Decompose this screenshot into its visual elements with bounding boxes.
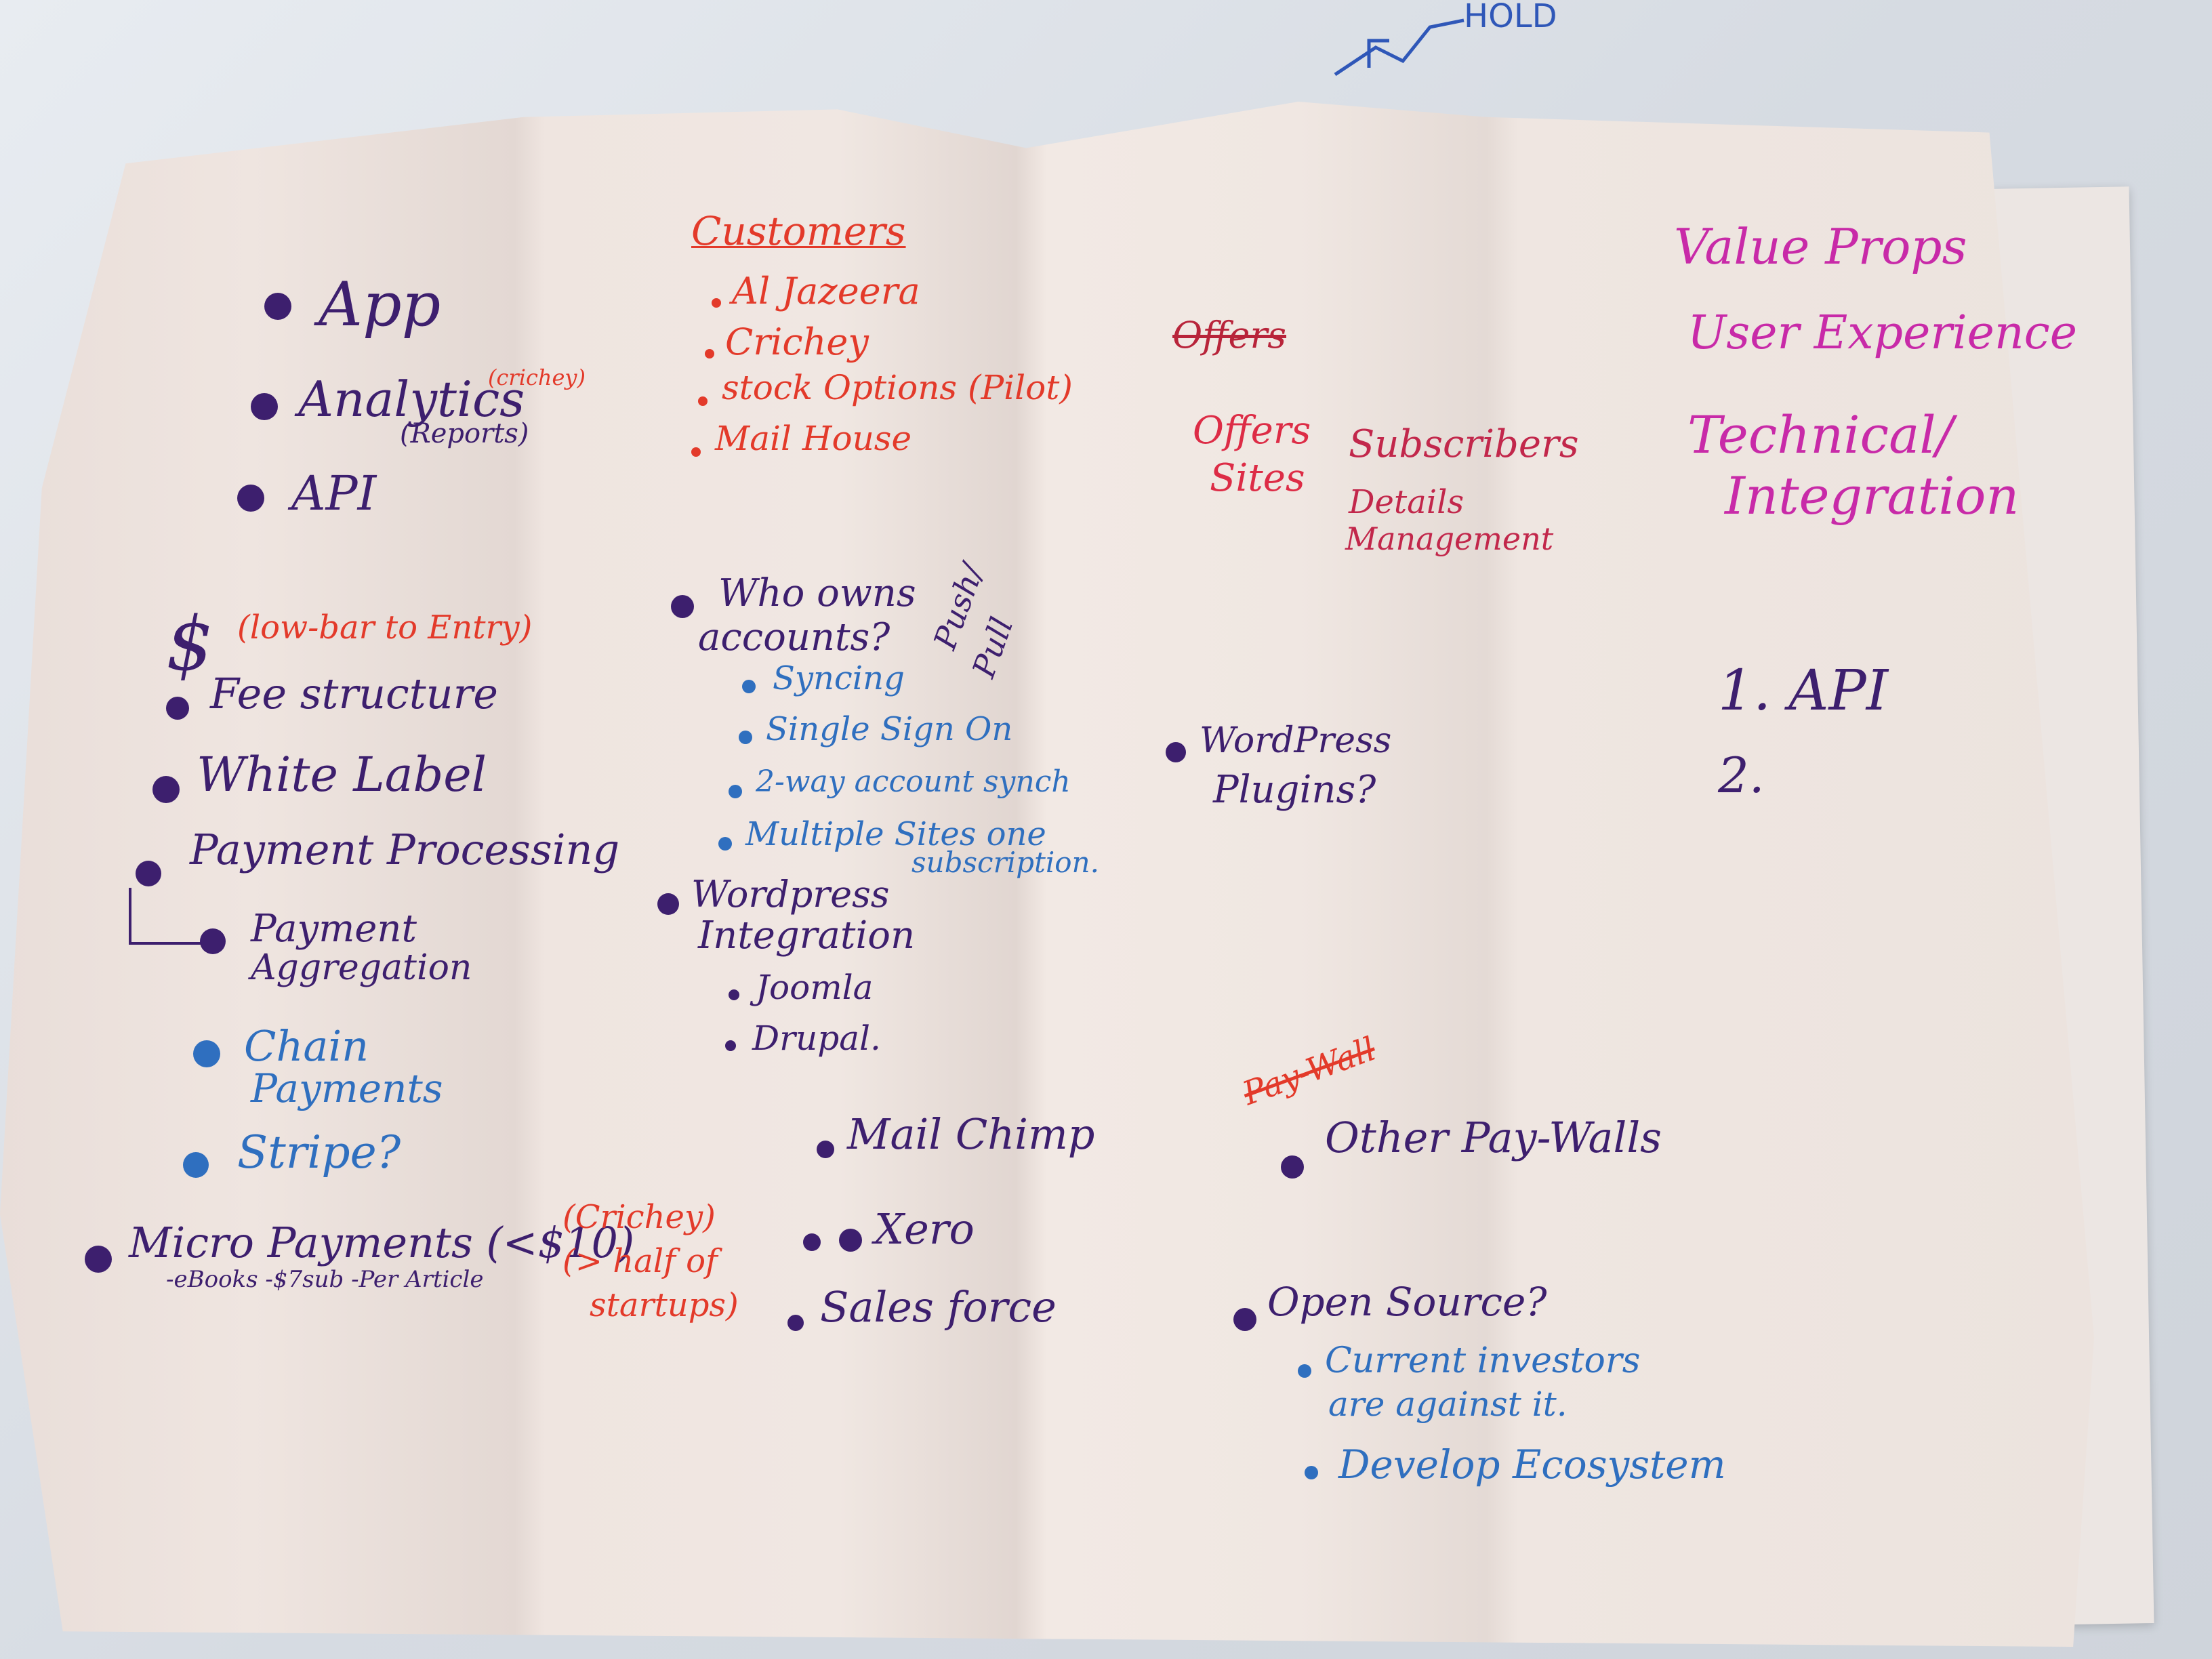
- note-payment-processing: Payment Processing: [190, 825, 620, 874]
- note-api: API: [291, 466, 377, 521]
- note-wp-plugins-2: Plugins?: [1213, 768, 1376, 812]
- note-payment-aggregation-2: Aggregation: [251, 947, 472, 988]
- note-salesforce: Sales force: [820, 1282, 1057, 1332]
- bullet-dot: [264, 293, 291, 320]
- note-chain-1: Chain: [244, 1021, 369, 1071]
- note-wp-plugins-1: WordPress: [1200, 720, 1392, 761]
- note-ecosystem: Develop Ecosystem: [1338, 1441, 1726, 1488]
- note-investors-2: are against it.: [1328, 1385, 1568, 1424]
- bullet-dot: [657, 893, 679, 915]
- note-app: App: [319, 269, 441, 340]
- note-stripe: Stripe?: [237, 1126, 401, 1179]
- connector-bracket: [129, 888, 206, 945]
- note-details-2: Management: [1345, 520, 1554, 557]
- customer-item-3: stock Options (Pilot): [722, 368, 1073, 407]
- bullet-dot: [1281, 1155, 1304, 1179]
- scribble-text: HOLD: [1464, 0, 1557, 35]
- bullet-dot: [237, 485, 264, 512]
- sync-item-1: Syncing: [773, 659, 905, 697]
- note-wordpress-2: Integration: [698, 914, 916, 958]
- customer-item-2: Crichey: [725, 321, 869, 363]
- note-offers-sites-2: Sites: [1210, 456, 1305, 500]
- bullet-dot: [166, 697, 189, 720]
- note-open-source: Open Source?: [1267, 1279, 1547, 1325]
- note-other-paywalls: Other Pay-Walls: [1325, 1113, 1662, 1162]
- bullet-dot: [729, 989, 739, 1000]
- note-analytics-sub: (Reports): [400, 418, 529, 449]
- note-crichey-3: startups): [590, 1286, 739, 1324]
- bullet-dot: [787, 1315, 804, 1331]
- note-dollar: $: [166, 600, 213, 687]
- note-analytics-tag: (crichey): [488, 365, 586, 390]
- bullet-dot: [1166, 742, 1186, 762]
- note-analytics: Analytics: [298, 371, 525, 428]
- note-fee-structure: Fee structure: [210, 669, 498, 718]
- note-who-owns-1: Who owns: [718, 571, 916, 615]
- note-wordpress-1: Wordpress: [691, 873, 890, 916]
- sync-item-3: 2-way account synch: [756, 764, 1071, 799]
- sync-item-4: Multiple Sites one: [745, 815, 1046, 853]
- bullet-dot: [1305, 1466, 1318, 1479]
- bullet-dot: [839, 1229, 862, 1252]
- bullet-dot: [712, 298, 721, 308]
- flipchart-paper: [0, 102, 2094, 1647]
- note-item-1: 1. API: [1718, 659, 1889, 723]
- bullet-dot: [671, 595, 694, 618]
- bullet-dot: [200, 928, 226, 954]
- note-low-bar: (low-bar to Entry): [237, 609, 533, 647]
- note-customers: Customers: [691, 208, 906, 254]
- bullet-dot: [251, 393, 278, 420]
- note-micro-payments: Micro Payments (<$10): [129, 1218, 635, 1267]
- note-value-props: Value Props: [1674, 218, 1967, 275]
- note-crichey-2: (> half of: [562, 1242, 718, 1280]
- bullet-dot: [725, 1040, 736, 1051]
- note-micro-sub: -eBooks -$7sub -Per Article: [166, 1266, 484, 1293]
- cms-item-1: Joomla: [756, 968, 874, 1007]
- sync-item-2: Single Sign On: [766, 710, 1013, 748]
- bullet-dot: [183, 1152, 209, 1178]
- note-subscription: subscription.: [912, 846, 1099, 879]
- bullet-dot: [1233, 1308, 1256, 1331]
- bullet-dot: [1298, 1364, 1311, 1378]
- note-offers-sites-1: Offers: [1193, 409, 1311, 453]
- note-crichey-1: (Crichey): [562, 1198, 716, 1236]
- bullet-dot: [193, 1040, 220, 1067]
- customer-item-4: Mail House: [715, 419, 912, 458]
- note-who-owns-2: accounts?: [698, 615, 890, 659]
- customer-item-1: Al Jazeera: [732, 270, 920, 312]
- note-technical: Technical/: [1687, 405, 1954, 465]
- cms-item-2: Drupal.: [752, 1019, 881, 1058]
- note-xero: Xero: [874, 1204, 975, 1254]
- bullet-dot: [739, 731, 752, 744]
- note-investors-1: Current investors: [1325, 1340, 1641, 1381]
- background-scribble: HOLD: [1334, 0, 1557, 77]
- note-mailchimp: Mail Chimp: [847, 1109, 1095, 1159]
- note-details-1: Details: [1349, 483, 1465, 521]
- note-integration: Integration: [1725, 466, 2020, 526]
- bullet-dot: [136, 861, 161, 886]
- note-chain-2: Payments: [251, 1065, 443, 1111]
- note-offers-struck: Offers: [1172, 314, 1287, 356]
- bullet-dot: [698, 396, 708, 406]
- bullet-dot: [817, 1141, 834, 1158]
- note-item-2: 2.: [1718, 747, 1765, 804]
- bullet-dot: [705, 349, 714, 359]
- bullet-dot: [152, 776, 180, 803]
- note-user-experience: User Experience: [1687, 306, 2077, 360]
- bullet-dot: [718, 837, 732, 851]
- bullet-dot: [729, 785, 742, 798]
- note-payment-aggregation-1: Payment: [251, 907, 417, 951]
- bullet-dot: [691, 447, 701, 457]
- bullet-dot: [742, 680, 756, 693]
- bullet-dot: [803, 1233, 821, 1251]
- note-subscribers: Subscribers: [1349, 422, 1579, 466]
- note-white-label: White Label: [197, 747, 487, 802]
- bullet-dot: [85, 1246, 112, 1273]
